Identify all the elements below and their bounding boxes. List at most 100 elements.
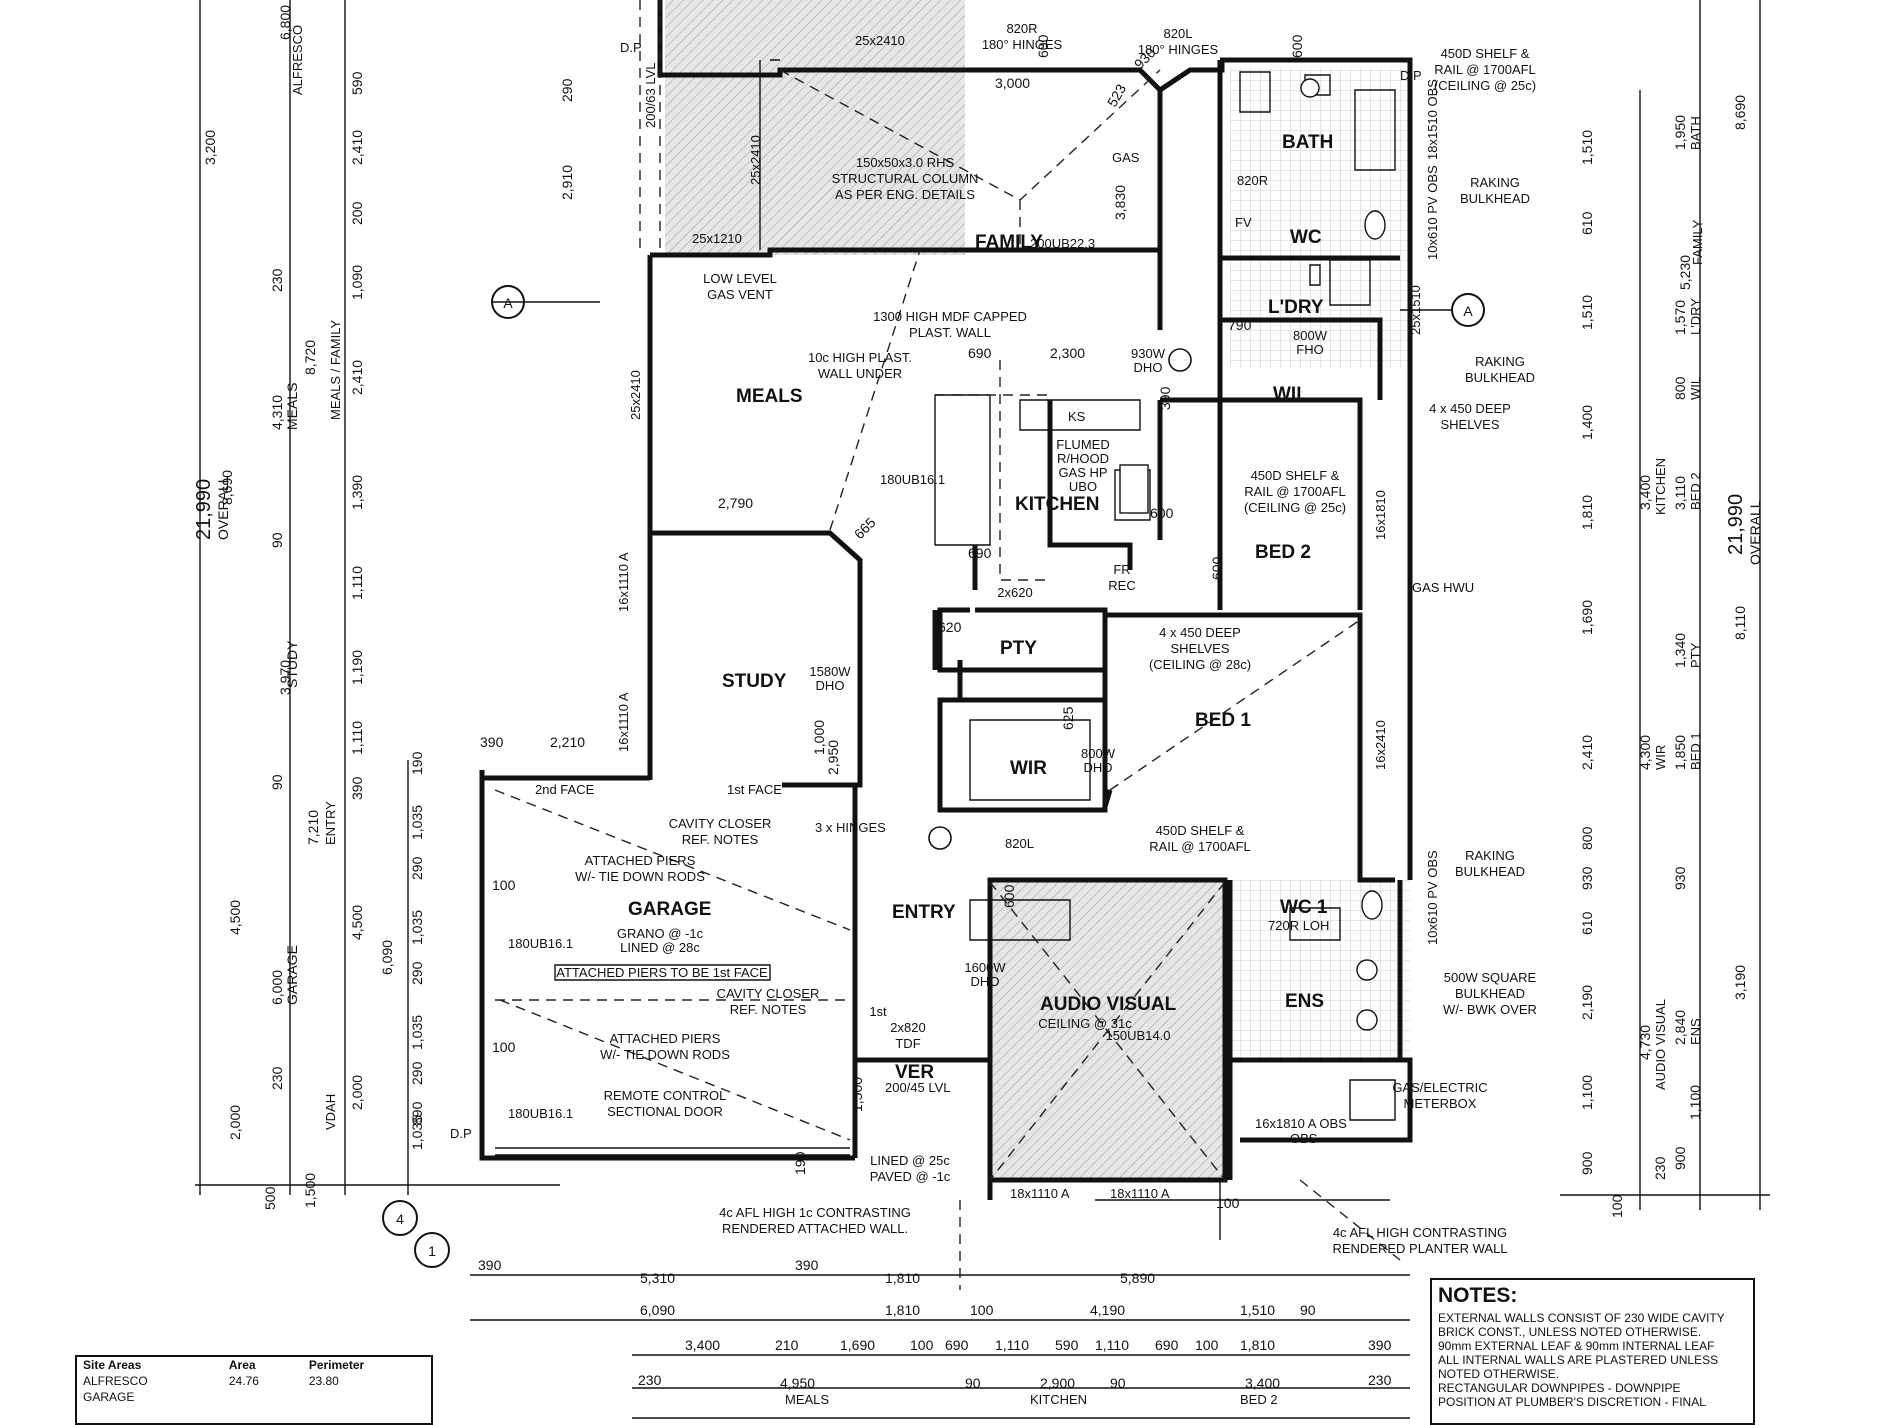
right-col1-2: 1,950 xyxy=(1672,115,1688,150)
area-header: Area xyxy=(228,1358,256,1372)
right-col1-7: 800 xyxy=(1672,376,1688,400)
hood-line4: UBO xyxy=(1069,479,1097,494)
right-col2-12: 900 xyxy=(1579,1151,1595,1175)
section-marker-right: A xyxy=(1400,293,1485,327)
room-bed2: BED 2 xyxy=(1255,542,1311,563)
bot1-1: 5,310 xyxy=(640,1270,675,1286)
dho930-line1: 930W xyxy=(1131,346,1166,361)
room-ver: VER xyxy=(895,1062,934,1083)
gas-hwu: GAS HWU xyxy=(1412,580,1474,595)
misc-4: 2,300 xyxy=(1050,345,1085,361)
room-ens: ENS xyxy=(1285,991,1324,1012)
right-col1-8: WIL xyxy=(1688,377,1703,400)
smoke-detector-icon xyxy=(1168,348,1192,372)
window-alfresco-side: 25x2410 xyxy=(748,135,763,185)
right-col2-4: 1,810 xyxy=(1579,495,1595,530)
misc-25: 1,035 xyxy=(409,805,425,840)
left-overall-lbl: OVERALL xyxy=(215,475,231,540)
beam-garage2: 180UB16.1 xyxy=(508,1106,573,1121)
left-col3-2: 200 xyxy=(349,201,365,225)
grano-line1: GRANO @ -1c xyxy=(617,926,704,941)
row-perimeter: 23.80 xyxy=(308,1374,339,1388)
window-bed2: 16x1810 xyxy=(1373,490,1388,540)
remote-line2: SECTIONAL DOOR xyxy=(607,1104,723,1119)
face-2nd: 2nd FACE xyxy=(535,782,595,797)
right-col1-24: ENS xyxy=(1688,1018,1703,1045)
right-col1-3: 5,230 xyxy=(1677,255,1693,290)
row-perimeter xyxy=(303,1389,431,1405)
bot2-3: 4,190 xyxy=(1090,1302,1125,1318)
bot2-4: 1,510 xyxy=(1240,1302,1275,1318)
mdf-wall-line1: 1300 HIGH MDF CAPPED xyxy=(873,309,1027,324)
tdf-line2: 2x820 xyxy=(890,1020,925,1035)
hinges-180b-line1: 820L xyxy=(1164,26,1193,41)
misc-0: 3,000 xyxy=(995,75,1030,91)
bot4-0: 230 xyxy=(638,1372,662,1388)
raking2-line2: BULKHEAD xyxy=(1465,370,1535,385)
bot3-9: 100 xyxy=(1195,1337,1219,1353)
low-gas-line2: GAS VENT xyxy=(707,287,773,302)
shelf-bed1-line1: 450D SHELF & xyxy=(1156,823,1245,838)
mdf-wall-line2: PLAST. WALL xyxy=(909,325,991,340)
left-col2-8: GARAGE xyxy=(284,945,300,1005)
left-text-entry: ENTRY xyxy=(323,801,338,845)
alfresco-hatch xyxy=(665,0,965,255)
hood-line3: GAS HP xyxy=(1058,465,1107,480)
note-line: ALL INTERNAL WALLS ARE PLASTERED UNLESS xyxy=(1438,1353,1719,1367)
left-overall: 21,990 xyxy=(193,479,215,540)
room-wir: WIR xyxy=(1010,758,1047,779)
right-col1-20: 930 xyxy=(1672,866,1688,890)
misc-29: 1,035 xyxy=(409,1015,425,1050)
shelf-top-line3: (CEILING @ 25c) xyxy=(1434,78,1536,93)
misc-37: 100 xyxy=(492,1039,516,1055)
bot4-lbl-kitchen: KITCHEN xyxy=(1030,1392,1087,1407)
basin-icon xyxy=(1300,78,1320,98)
misc-8: 620 xyxy=(938,619,962,635)
bot2-1: 1,810 xyxy=(885,1302,920,1318)
left-col3-5: 1,390 xyxy=(349,475,365,510)
misc-27: 1,035 xyxy=(409,910,425,945)
door-720r: 720R LOH xyxy=(1268,918,1329,933)
note-line: 90mm EXTERNAL LEAF & 90mm INTERNAL LEAF xyxy=(1438,1339,1715,1353)
smoke-detector-icon xyxy=(928,826,952,850)
dp-garage: D.P xyxy=(450,1126,472,1141)
misc-3: 3,830 xyxy=(1112,185,1128,220)
notes-panel: NOTES: EXTERNAL WALLS CONSIST OF 230 WID… xyxy=(1430,1278,1755,1425)
left-col2-0: 230 xyxy=(269,268,285,292)
plast-wall-line2: WALL UNDER xyxy=(818,366,902,381)
raking1-line1: RAKING xyxy=(1470,175,1520,190)
fr-rec-line1: FR xyxy=(1113,562,1130,577)
dp-top-right: D.P xyxy=(1400,68,1422,83)
misc-24: 190 xyxy=(409,751,425,775)
window-av1: 18x1110 A xyxy=(1010,1186,1070,1201)
misc-30: 290 xyxy=(409,1061,425,1085)
raking1-line2: BULKHEAD xyxy=(1460,191,1530,206)
fixtures xyxy=(928,78,1386,1031)
misc-12: 2,210 xyxy=(550,734,585,750)
piers-face: ATTACHED PIERS TO BE 1st FACE xyxy=(556,965,768,980)
row-area xyxy=(223,1389,303,1405)
room-bed1: BED 1 xyxy=(1195,710,1251,731)
note-line: RECTANGULAR DOWNPIPES - DOWNPIPE xyxy=(1438,1381,1681,1395)
ceiling-av: CEILING @ 31c xyxy=(1038,1016,1132,1031)
left-col3-7: 1,190 xyxy=(349,650,365,685)
dho930-line2: DHO xyxy=(1134,360,1163,375)
left-col1-3: 3,970 xyxy=(277,660,293,695)
left-text-vdah: VDAH xyxy=(323,1094,338,1130)
dho1580-line1: 1580W xyxy=(809,664,851,679)
notes-heading: NOTES: xyxy=(1438,1284,1518,1307)
ceiling-dashed-lines xyxy=(494,0,1401,1290)
shelf-bed1-line2: RAIL @ 1700AFL xyxy=(1149,839,1251,854)
right-col2-1: 610 xyxy=(1579,211,1595,235)
meterbox-line2: METERBOX xyxy=(1404,1096,1477,1111)
left-text-7210: 7,210 xyxy=(305,810,321,845)
misc-10: 1,000 xyxy=(811,720,827,755)
lined-paved-line2: PAVED @ -1c xyxy=(870,1169,951,1184)
site-areas-table: Site Areas Area Perimeter ALFRESCO 24.76… xyxy=(75,1355,433,1425)
left-col2-3: 8,690 xyxy=(219,470,235,505)
right-dimensions: 21,990 OVERALL 8,690 BATH 1,950 5,230 FA… xyxy=(1579,95,1763,1218)
misc-21: 523 xyxy=(1104,81,1130,109)
misc-6: 2,790 xyxy=(718,495,753,511)
note-line: NOTED OTHERWISE. xyxy=(1438,1367,1560,1381)
door-820l-bed1: 820L xyxy=(1005,836,1034,851)
